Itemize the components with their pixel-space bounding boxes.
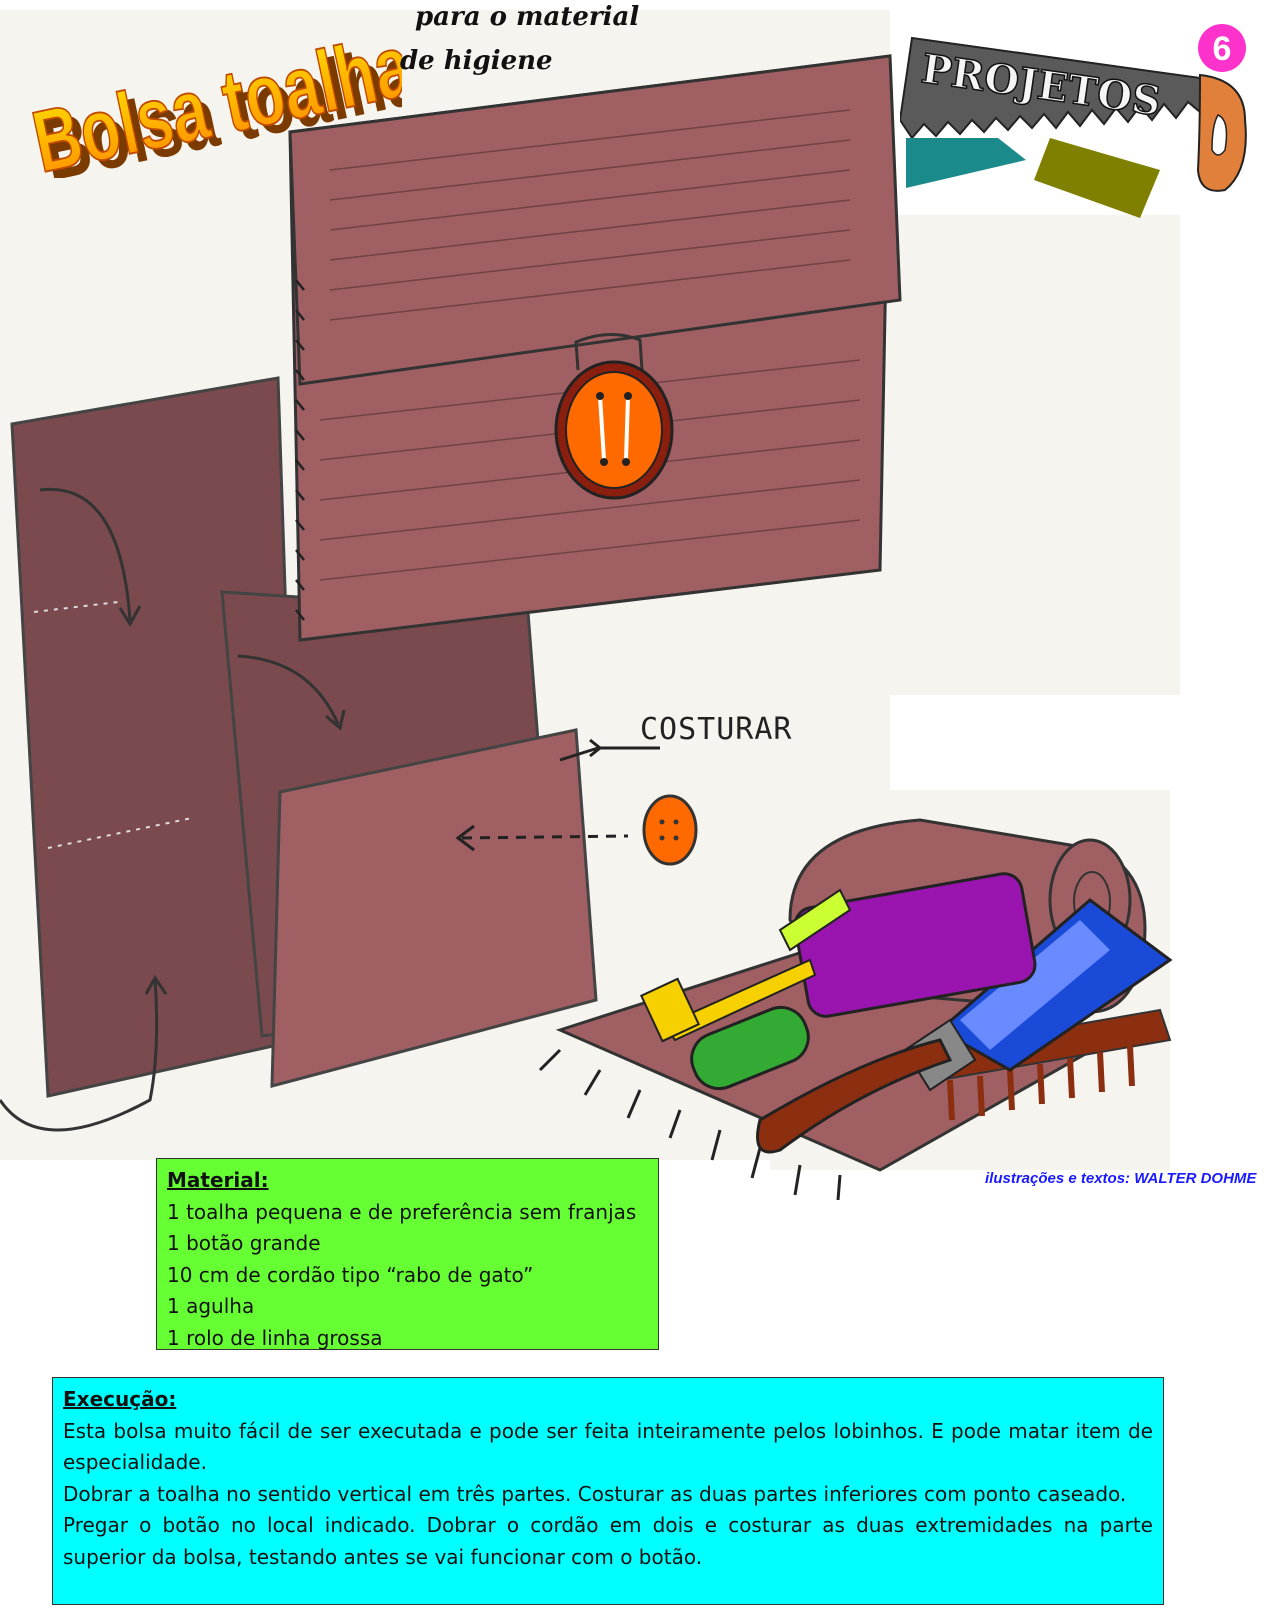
material-list: 1 toalha pequena e de preferência sem fr…	[167, 1197, 648, 1355]
execucao-paragraph-1: Esta bolsa muito fácil de ser executada …	[63, 1418, 1153, 1475]
bag-illustration	[0, 54, 1173, 1200]
material-heading: Material:	[167, 1168, 269, 1192]
olive-wood-piece	[1034, 138, 1160, 218]
towel-front-flap	[270, 728, 598, 1088]
subtitle-line-2: de higiene	[400, 46, 553, 76]
material-item: 10 cm de cordão tipo “rabo de gato”	[167, 1262, 534, 1287]
fold-arrow-bottom-icon	[0, 979, 159, 1132]
saw-blade-icon	[900, 36, 1201, 140]
project-number-circle	[1198, 24, 1246, 72]
loose-button-icon	[642, 794, 698, 866]
execucao-paragraph-3: Pregar o botão no local indicado. Dobrar…	[63, 1513, 1153, 1569]
execucao-paragraph-2: Dobrar a toalha no sentido vertical em t…	[63, 1481, 1127, 1506]
hairbrush-icon	[756, 1038, 953, 1154]
execucao-box: Execução: Esta bolsa muito fácil de ser …	[52, 1377, 1164, 1605]
material-item: 1 rolo de linha grossa	[167, 1325, 383, 1350]
fold-arrow-middle-icon	[237, 654, 340, 725]
fold-arrow-top-icon	[39, 487, 132, 621]
material-item: 1 agulha	[167, 1294, 255, 1318]
credit-text: ilustrações e textos: WALTER DOHME	[985, 1170, 1257, 1187]
cord-loop-icon	[574, 332, 644, 371]
material-item: 1 toalha pequena e de preferência sem fr…	[167, 1199, 637, 1224]
teal-wood-piece	[906, 138, 1026, 188]
execucao-heading: Execução:	[63, 1387, 177, 1411]
project-number: 6	[1213, 30, 1232, 68]
paper-background-right	[880, 215, 1180, 695]
projetos-badge: PROJETOS 6	[900, 24, 1247, 218]
material-item: 1 botão grande	[167, 1231, 321, 1255]
material-box: Material: 1 toalha pequena e de preferên…	[156, 1158, 659, 1350]
subtitle-line-1: para o material	[415, 2, 640, 32]
finished-bag-flap	[288, 54, 902, 386]
page-title: Bolsa toalha Bolsa toalha	[24, 15, 402, 178]
soap-bar-icon	[690, 1005, 810, 1091]
sew-label: COSTURAR	[640, 712, 793, 747]
